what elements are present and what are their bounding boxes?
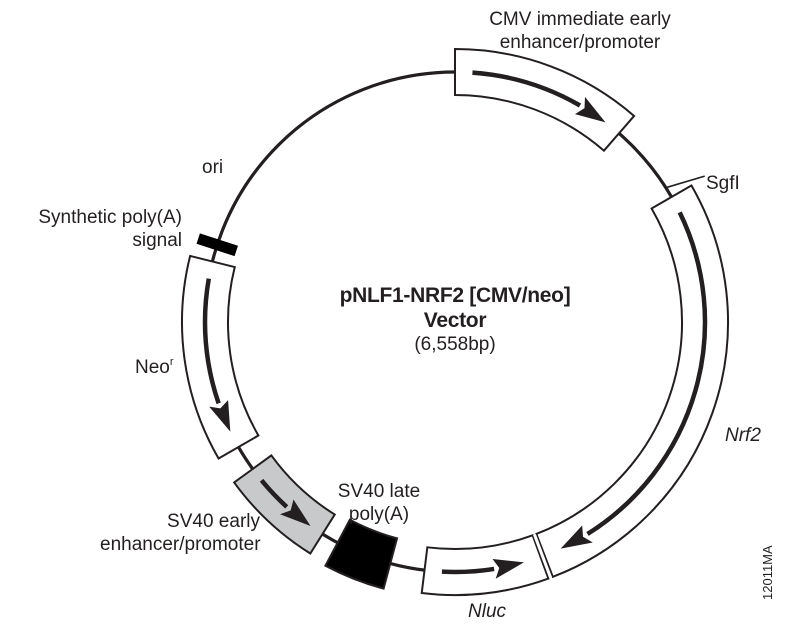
cmv-box xyxy=(454,47,636,153)
cmv-arrow-shaft xyxy=(472,70,582,108)
nrf2-label: Nrf2 xyxy=(725,425,761,446)
plasmid-title: pNLF1-NRF2 [CMV/neo] Vector xyxy=(250,283,660,333)
feature-sv40-early xyxy=(232,454,337,555)
cmv-label-line2: enhancer/promoter xyxy=(499,32,661,53)
synthetic-polya-line2: signal xyxy=(132,230,182,251)
feature-layer xyxy=(181,47,729,596)
cmv-label-line1: CMV immediate early xyxy=(489,9,671,30)
ori-label: ori xyxy=(202,157,224,178)
plasmid-name: pNLF1-NRF2 [CMV/neo] xyxy=(339,284,571,307)
feature-neo xyxy=(181,254,260,460)
sv40-early-arrow-head xyxy=(280,499,311,527)
plasmid-size: (6,558bp) xyxy=(414,334,496,355)
neo-box xyxy=(181,254,260,460)
cmv-label: CMV immediate early enhancer/promoter xyxy=(430,8,730,54)
nluc-arrow-shaft xyxy=(441,566,495,575)
plasmid-name-line2: Vector xyxy=(423,309,487,332)
neo-arrow-head xyxy=(209,400,231,432)
synthetic-polya-bar xyxy=(196,233,238,257)
nluc-arrow-head xyxy=(492,559,524,579)
neo-label-text: Neo xyxy=(135,357,170,378)
synthetic-polya-line1: Synthetic poly(A) xyxy=(38,207,182,228)
sv40-late-polya-box xyxy=(324,518,399,590)
nluc-label: Nluc xyxy=(468,601,507,622)
synthetic-polya-label: Synthetic poly(A) signal xyxy=(0,206,182,252)
sv40-early-line2: enhancer/promoter xyxy=(100,534,261,555)
feature-synthetic-polya xyxy=(196,233,238,257)
feature-nluc xyxy=(420,534,550,596)
sv40-late-polya-label: SV40 late poly(A) xyxy=(324,480,434,526)
figure-id: 12011MA xyxy=(760,545,775,600)
nrf2-arrow-shaft xyxy=(586,211,708,536)
feature-cmv xyxy=(454,47,636,153)
feature-sv40-late-polya xyxy=(324,518,399,590)
sv40-early-label: SV40 early enhancer/promoter xyxy=(100,510,261,556)
sv40-early-line1: SV40 early xyxy=(167,511,260,532)
neo-arrow-shaft xyxy=(202,278,221,405)
cmv-arrow-head xyxy=(575,96,606,123)
site-layer xyxy=(665,175,705,189)
sv40-late-line1: SV40 late xyxy=(337,481,421,502)
feature-nrf2 xyxy=(535,184,729,579)
neo-label: Neor xyxy=(135,356,174,379)
nrf2-box xyxy=(535,184,729,579)
nrf2-nluc-junction xyxy=(533,534,553,579)
sv40-late-line2: poly(A) xyxy=(348,504,410,525)
nluc-box xyxy=(420,534,550,596)
neo-label-sup: r xyxy=(169,356,174,368)
site-sgfi-tick xyxy=(665,175,705,189)
nrf2-arrow-head xyxy=(560,525,593,549)
sgfi-label: SgfI xyxy=(706,173,740,194)
sv40-early-arrow-shaft xyxy=(259,478,289,509)
